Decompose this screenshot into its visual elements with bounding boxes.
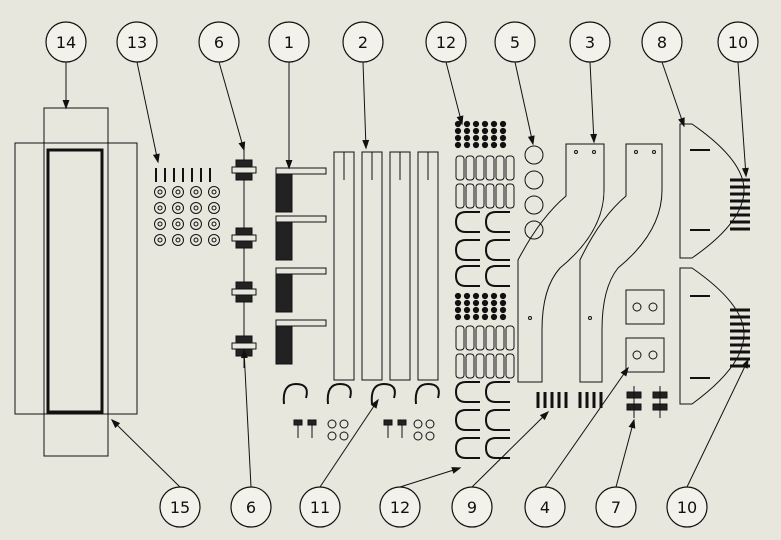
balloon-label: 6	[246, 498, 256, 517]
leader-line	[615, 419, 635, 488]
leader-arrowhead	[362, 139, 370, 150]
balloon-label: 3	[585, 33, 595, 52]
leader-line	[514, 61, 534, 145]
part-brackets-1	[275, 167, 327, 365]
balloon-label: 15	[170, 498, 190, 517]
leader-line	[111, 419, 181, 488]
leader-arrowhead	[451, 467, 462, 474]
leader-line	[544, 367, 629, 488]
leader-arrowhead	[285, 159, 293, 170]
part-arms-3	[517, 143, 663, 383]
leader-arrowhead	[152, 153, 160, 164]
leader-line	[445, 61, 463, 125]
part-clamps-6	[231, 150, 257, 368]
balloon-1: 1	[268, 21, 310, 63]
balloon-label: 14	[56, 33, 76, 52]
balloon-12a: 12	[425, 21, 467, 63]
leader-line	[319, 399, 379, 488]
part-bolts	[282, 178, 750, 441]
balloon-6a: 6	[198, 21, 240, 63]
leader-arrowhead	[539, 410, 550, 421]
leader-line	[362, 61, 367, 149]
part-plates-4	[625, 289, 665, 373]
balloon-7: 7	[595, 486, 637, 528]
balloon-label: 1	[284, 33, 294, 52]
balloon-label: 13	[127, 33, 147, 52]
balloon-label: 12	[436, 33, 456, 52]
balloon-label: 4	[540, 498, 550, 517]
leader-arrowhead	[110, 418, 121, 429]
leader-arrowhead	[628, 418, 636, 429]
leader-arrowhead	[240, 348, 248, 359]
leader-arrowhead	[741, 167, 749, 178]
leader-arrowhead	[590, 133, 598, 144]
part-ubolts-12	[454, 120, 515, 459]
leader-arrowhead	[741, 358, 749, 369]
leader-line	[471, 411, 549, 488]
leader-line	[218, 61, 245, 151]
part-halfplates-8	[679, 123, 745, 405]
balloon-3: 3	[569, 21, 611, 63]
leader-arrowhead	[62, 99, 70, 110]
leader-line	[661, 61, 685, 127]
balloon-12b: 12	[379, 486, 421, 528]
leader-arrowhead	[370, 398, 379, 409]
balloon-label: 12	[390, 498, 410, 517]
leader-arrowhead	[238, 141, 246, 152]
leader-line	[243, 349, 252, 488]
leader-line	[399, 467, 461, 488]
part-fasteners-13	[154, 168, 220, 246]
balloon-label: 8	[657, 33, 667, 52]
balloon-6b: 6	[230, 486, 272, 528]
balloon-8: 8	[641, 21, 683, 63]
balloon-4: 4	[524, 486, 566, 528]
balloon-label: 10	[728, 33, 748, 52]
leader-line	[686, 359, 749, 488]
balloon-label: 2	[358, 33, 368, 52]
balloon-15: 15	[159, 486, 201, 528]
balloon-10a: 10	[717, 21, 759, 63]
balloon-label: 9	[467, 498, 477, 517]
leader-line	[136, 61, 159, 163]
leader-lines	[62, 61, 749, 488]
leader-arrowhead	[527, 135, 535, 146]
balloon-label: 6	[214, 33, 224, 52]
balloon-14: 14	[45, 21, 87, 63]
part-washers-5	[524, 145, 544, 240]
balloon-label: 5	[510, 33, 520, 52]
leader-line	[737, 61, 747, 177]
balloon-5: 5	[494, 21, 536, 63]
balloon-13: 13	[116, 21, 158, 63]
balloon-label: 10	[677, 498, 697, 517]
leader-arrowhead	[678, 117, 685, 128]
part-bars-2	[333, 151, 439, 381]
balloon-2: 2	[342, 21, 384, 63]
balloon-11: 11	[299, 486, 341, 528]
leader-line	[589, 61, 595, 143]
balloon-10b: 10	[666, 486, 708, 528]
part-frame-14	[14, 107, 138, 457]
balloon-9: 9	[451, 486, 493, 528]
balloon-label: 7	[611, 498, 621, 517]
balloon-label: 11	[310, 498, 330, 517]
leader-arrowhead	[620, 366, 629, 377]
leader-arrowhead	[456, 115, 464, 126]
